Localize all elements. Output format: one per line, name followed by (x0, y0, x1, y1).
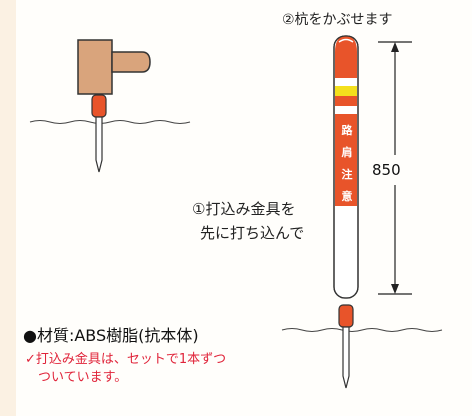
pole-char-2: 肩 (341, 146, 353, 159)
note-line2: ついています。 (38, 370, 128, 385)
step1-label-line1: ①打込み金具を (192, 200, 296, 218)
pole-char-1: 路 (341, 124, 353, 137)
hammer-icon (77, 39, 151, 95)
ground-line-left (29, 120, 191, 124)
pole-char-3: 注 (341, 168, 353, 181)
note-line1: ✓打込み金具は、セットで1本ずつ (25, 352, 227, 367)
page-edge (0, 0, 16, 416)
step2-label: ②杭をかぶせます (282, 12, 393, 28)
dimension-label: 850 (372, 161, 401, 179)
ground-line-right (281, 328, 443, 332)
driver-stake-left (91, 94, 107, 173)
pole-char-4: 意 (341, 190, 353, 203)
driver-stake-right (338, 304, 354, 389)
delineator-pole (333, 35, 359, 299)
dimension-arrow (378, 41, 412, 295)
material-label: ●材質:ABS樹脂(抗本体) (23, 326, 199, 345)
step1-label-line2: 先に打ち込んで (200, 224, 305, 242)
